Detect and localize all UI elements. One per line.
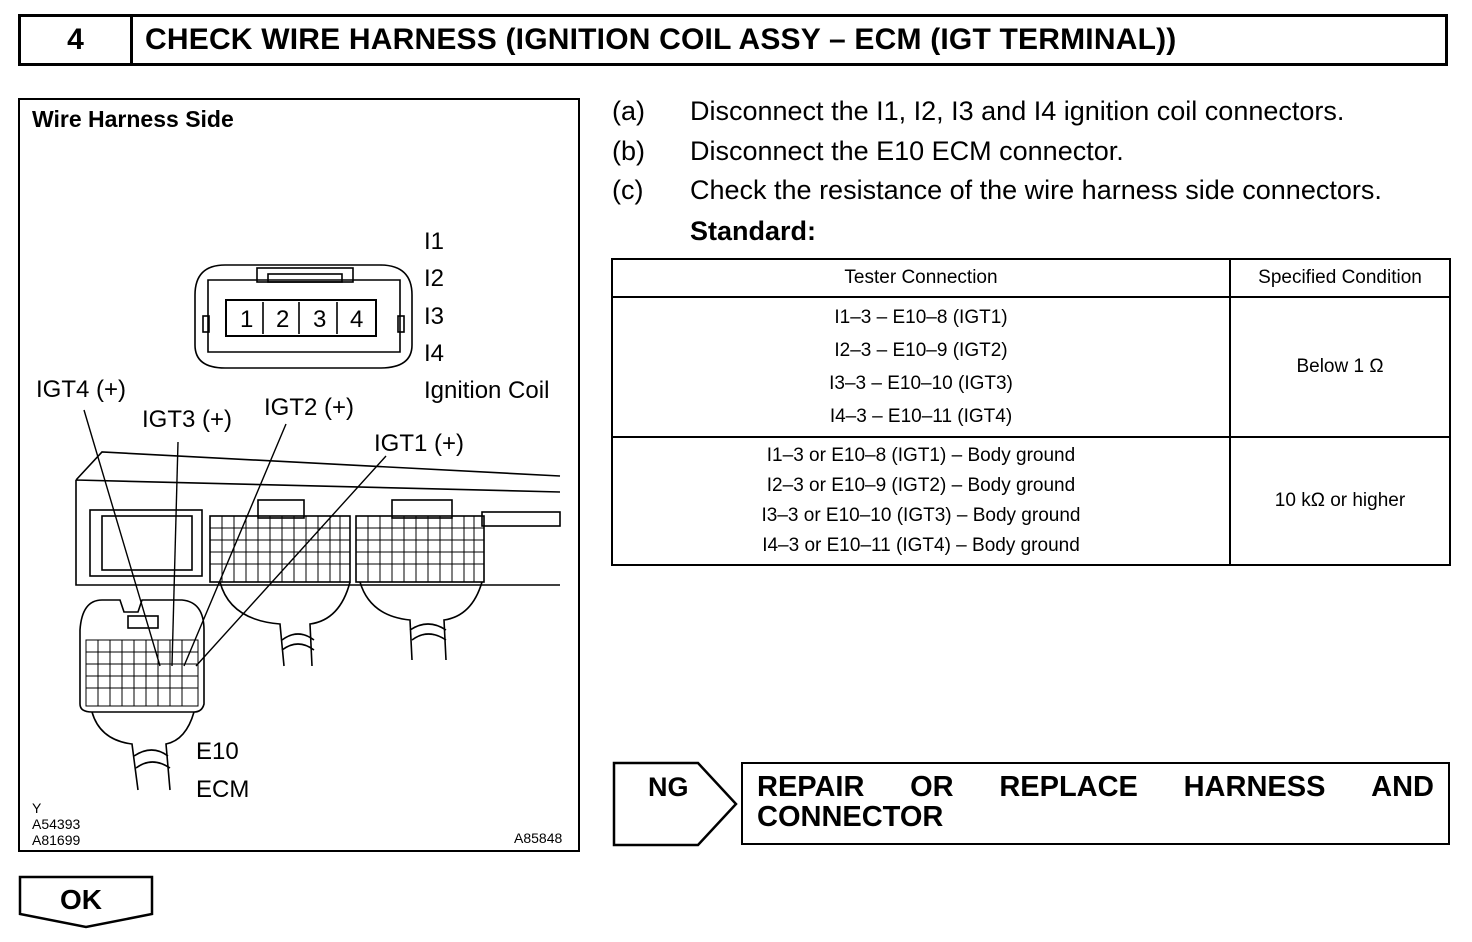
coil-label-i3: I3 (424, 303, 445, 330)
step-number: 4 (21, 17, 133, 63)
igt1-leader (195, 455, 387, 667)
step-a-text: Disconnect the I1, I2, I3 and I4 ignitio… (690, 96, 1345, 126)
header-specified-condition: Specified Condition (1229, 258, 1451, 298)
ng-action-line-1: REPAIR OR REPLACE HARNESS AND (757, 772, 1434, 802)
igt2-leader (183, 423, 287, 667)
figure-title: Wire Harness Side (32, 106, 234, 132)
step-title: CHECK WIRE HARNESS (IGNITION COIL ASSY –… (145, 23, 1177, 56)
coil-label-i4: I4 (424, 340, 445, 367)
spec-table: Tester Connection Specified Condition I1… (611, 258, 1451, 566)
igt1-label: IGT1 (+) (374, 430, 465, 457)
row1-condition: Below 1 Ω (1229, 296, 1451, 438)
connector-diagram (75, 264, 561, 791)
ecm-label: ECM (196, 776, 250, 803)
coil-pin-4: 4 (350, 306, 364, 333)
header-tester-connection: Tester Connection (611, 258, 1231, 298)
row2-connection-4: I4–3 or E10–11 (IGT4) – Body ground (762, 535, 1080, 556)
table-row: I1–3 or E10–8 (IGT1) – Body ground I2–3 … (611, 436, 1451, 566)
step-c-letter: (c) (612, 175, 644, 205)
coil-pin-1: 1 (240, 306, 254, 333)
row2-condition: 10 kΩ or higher (1229, 436, 1451, 566)
ng-label: NG (648, 772, 689, 802)
coil-pin-3: 3 (313, 306, 327, 333)
coil-label-i1: I1 (424, 228, 445, 255)
figure-code-y: Y (32, 800, 42, 816)
figure-code-a54393: A54393 (32, 816, 81, 832)
table-header-row: Tester Connection Specified Condition (611, 258, 1451, 298)
row1-connection-4: I4–3 – E10–11 (IGT4) (829, 406, 1013, 427)
table-row: I1–3 – E10–8 (IGT1) I2–3 – E10–9 (IGT2) … (611, 296, 1451, 438)
step-b-text: Disconnect the E10 ECM connector. (690, 136, 1124, 166)
row2-connection-1: I1–3 or E10–8 (IGT1) – Body ground (766, 445, 1076, 466)
row2-connection-3: I3–3 or E10–10 (IGT3) – Body ground (761, 505, 1081, 526)
ng-word-and: AND (1371, 771, 1434, 803)
row1-connection-3: I3–3 – E10–10 (IGT3) (829, 373, 1013, 394)
ng-word-replace: REPLACE (999, 771, 1138, 803)
igt4-leader (83, 409, 161, 667)
ng-arrow-shape (612, 761, 738, 847)
igt3-label: IGT3 (+) (142, 406, 233, 433)
ng-word-repair: REPAIR (757, 771, 865, 803)
wiring-figure: Wire Harness Side (18, 98, 580, 852)
ng-action-box: REPAIR OR REPLACE HARNESS AND CONNECTOR (741, 762, 1450, 845)
row1-connections: I1–3 – E10–8 (IGT1) I2–3 – E10–9 (IGT2) … (611, 296, 1231, 438)
coil-label-i2: I2 (424, 265, 445, 292)
step-c-text: Check the resistance of the wire harness… (690, 175, 1382, 205)
row1-connection-1: I1–3 – E10–8 (IGT1) (834, 307, 1008, 328)
igt2-label: IGT2 (+) (264, 394, 355, 421)
coil-connector-inner (207, 279, 401, 353)
ecm-connector-bank-2 (355, 499, 485, 583)
ng-action-line-2: CONNECTOR (757, 801, 944, 833)
step-b-letter: (b) (612, 136, 645, 166)
step-header: 4 CHECK WIRE HARNESS (IGNITION COIL ASSY… (18, 14, 1448, 66)
ok-label: OK (60, 884, 102, 915)
ecm-connector-bank-1 (209, 499, 351, 583)
ng-word-harness: HARNESS (1183, 771, 1326, 803)
ecm-body (75, 451, 561, 586)
ng-word-or: OR (910, 771, 954, 803)
row1-connection-2: I2–3 – E10–9 (IGT2) (834, 340, 1008, 361)
step-a-letter: (a) (612, 96, 645, 126)
coil-pin-frame (225, 299, 377, 337)
ok-arrow-shape (18, 875, 154, 929)
figure-code-a85848: A85848 (514, 830, 563, 846)
row2-connection-2: I2–3 or E10–9 (IGT2) – Body ground (766, 475, 1076, 496)
row2-connections: I1–3 or E10–8 (IGT1) – Body ground I2–3 … (611, 436, 1231, 566)
coil-pin-2: 2 (276, 306, 290, 333)
standard-label: Standard: (690, 216, 817, 246)
e10-connector-outline (79, 599, 205, 713)
igt4-label: IGT4 (+) (36, 376, 127, 403)
igt3-leader (171, 441, 179, 667)
figure-code-a81699: A81699 (32, 832, 81, 848)
e10-label: E10 (196, 738, 239, 765)
coil-connector-outline (194, 264, 413, 369)
ignition-coil-label: Ignition Coil (424, 377, 550, 404)
